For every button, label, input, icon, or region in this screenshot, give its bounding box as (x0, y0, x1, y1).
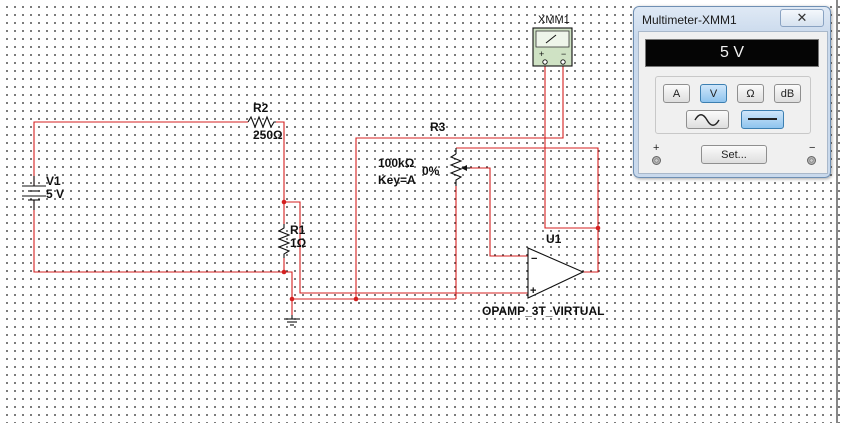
wire-v1-top[interactable] (33, 121, 248, 186)
u1-model: OPAMP_3T_VIRTUAL (482, 304, 604, 318)
u1-opamp[interactable]: − + (527, 247, 585, 299)
junction-dot (289, 296, 295, 302)
svg-text:−: − (531, 253, 537, 265)
wire-r2-r1[interactable] (276, 121, 285, 224)
dc-mode-button[interactable] (741, 110, 784, 129)
wire-to-ground[interactable] (284, 271, 293, 315)
ac-mode-button[interactable] (686, 110, 729, 129)
v1-battery[interactable] (22, 176, 46, 210)
multimeter-panel: 5 V A V Ω dB Set... + − (638, 31, 828, 174)
r3-value: 100kΩ (378, 156, 415, 170)
wire-v1-bottom[interactable] (33, 200, 284, 273)
plus-terminal-label: + (653, 142, 660, 154)
r2-name: R2 (253, 101, 269, 115)
dc-line-icon (748, 118, 777, 120)
u1-name: U1 (546, 232, 562, 246)
db-mode-button[interactable]: dB (774, 84, 801, 103)
junction-dot (281, 269, 287, 275)
svg-text:−: − (561, 49, 566, 59)
r1-name: R1 (290, 223, 306, 237)
minus-terminal-icon[interactable] (807, 156, 816, 165)
close-icon: ✕ (796, 10, 808, 25)
minus-terminal-label: − (809, 142, 816, 154)
xmm1-name: XMM1 (538, 14, 570, 26)
voltage-mode-button[interactable]: V (700, 84, 727, 103)
v1-name: V1 (46, 174, 61, 188)
r2-value: 250Ω (253, 128, 283, 142)
r2-resistor[interactable] (247, 115, 276, 129)
close-button[interactable]: ✕ (780, 9, 824, 27)
r1-value: 1Ω (290, 236, 307, 250)
svg-text:+: + (530, 285, 536, 297)
wire-wiper-inverting[interactable] (470, 167, 528, 257)
v1-value: 5 V (46, 187, 64, 201)
wiper-arrow-icon (461, 165, 467, 171)
junction-dot (281, 199, 287, 205)
junction-dot (353, 296, 359, 302)
r3-potentiometer[interactable] (449, 148, 470, 186)
wire-r3-top[interactable] (456, 147, 599, 228)
multimeter-window[interactable]: Multimeter-XMM1 ✕ 5 V A V Ω dB Set... + … (633, 6, 831, 178)
ac-wave-icon (694, 114, 720, 126)
svg-text:+: + (539, 49, 544, 59)
multimeter-window-title: Multimeter-XMM1 (642, 13, 737, 27)
ohm-mode-button[interactable]: Ω (737, 84, 764, 103)
wire-meter-minus[interactable] (355, 66, 564, 299)
mode-group (655, 76, 811, 134)
meter-reading-display: 5 V (645, 39, 819, 67)
r1-resistor[interactable] (277, 224, 291, 258)
set-button[interactable]: Set... (701, 145, 767, 164)
ampere-mode-button[interactable]: A (663, 84, 690, 103)
r3-key: Key=A (378, 173, 416, 187)
r3-name: R3 (430, 120, 446, 134)
ground-symbol (284, 315, 300, 326)
xmm1-meter-symbol[interactable]: + − (532, 27, 573, 67)
r3-percent: 0% (422, 164, 440, 178)
canvas-right-edge (836, 0, 838, 423)
junctions (281, 199, 601, 302)
plus-terminal-icon[interactable] (652, 156, 661, 165)
junction-dot (595, 225, 601, 231)
wire-to-noninverting[interactable] (284, 201, 528, 294)
wires (33, 66, 599, 315)
